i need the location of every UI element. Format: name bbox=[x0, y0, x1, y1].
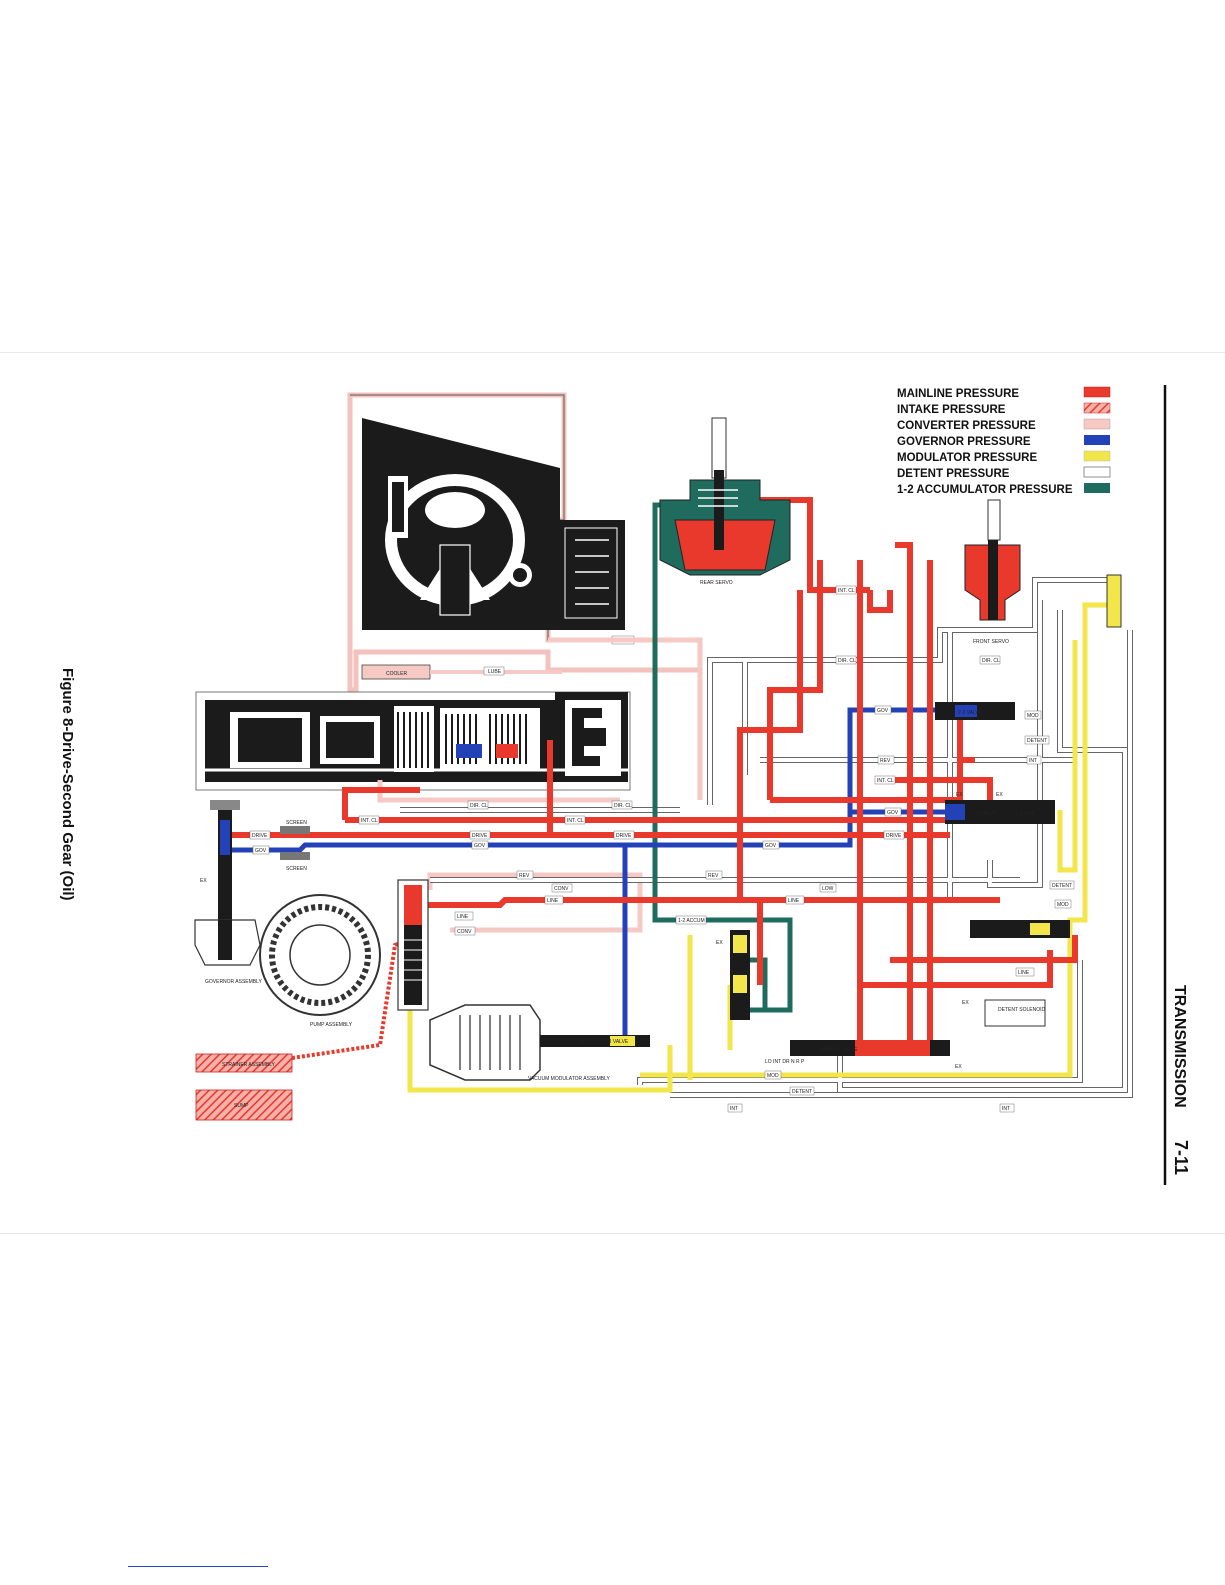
svg-text:DRIVE: DRIVE bbox=[616, 833, 632, 839]
detent-solenoid: DETENT SOLENOID EX bbox=[962, 999, 1046, 1027]
svg-text:REV: REV bbox=[880, 758, 891, 764]
footer-link-underline bbox=[128, 1566, 268, 1567]
line-tags: INT. CL INT. CL DRIVE DRIVE DRIVE DRIVE … bbox=[200, 585, 1075, 1113]
svg-text:INT: INT bbox=[1002, 1106, 1010, 1112]
svg-text:CONV: CONV bbox=[457, 929, 472, 935]
legend-swatch-modulator bbox=[1083, 450, 1111, 462]
svg-text:DIR. CL: DIR. CL bbox=[614, 803, 632, 809]
valve-12: 1-2 VALVE 1-2 MOD bbox=[945, 800, 1055, 824]
svg-text:DETENT: DETENT bbox=[792, 1089, 812, 1095]
rear-servo-label: REAR SERVO bbox=[700, 580, 733, 586]
svg-text:GOV: GOV bbox=[877, 708, 889, 714]
svg-text:DETENT: DETENT bbox=[1027, 738, 1047, 744]
svg-text:DIR. CL: DIR. CL bbox=[838, 658, 856, 664]
front-servo-label: FRONT SERVO bbox=[973, 639, 1009, 645]
svg-text:2-3 VALVE: 2-3 VALVE bbox=[958, 710, 983, 716]
svg-text:DIR. CL: DIR. CL bbox=[982, 658, 1000, 664]
svg-text:EX: EX bbox=[955, 1064, 962, 1070]
svg-text:MOD: MOD bbox=[1027, 713, 1039, 719]
svg-text:LINE: LINE bbox=[1018, 970, 1030, 976]
pump-label: PUMP ASSEMBLY bbox=[310, 1022, 353, 1028]
legend-swatch-mainline bbox=[1083, 386, 1111, 398]
legend-label-converter: CONVERTER PRESSURE bbox=[897, 420, 1036, 432]
svg-text:LUBE: LUBE bbox=[488, 669, 502, 675]
manual-positions: LO INT DR N R P bbox=[765, 1059, 805, 1065]
governor-assembly: GOVERNOR ASSEMBLY SCREEN SCREEN bbox=[194, 800, 310, 985]
svg-text:DRIVE: DRIVE bbox=[886, 833, 902, 839]
svg-text:SCREEN: SCREEN bbox=[286, 866, 307, 872]
legend-label-modulator: MODULATOR PRESSURE bbox=[897, 452, 1037, 464]
modulator-valve-label: MODULATOR VALVE bbox=[580, 1039, 629, 1045]
svg-text:SCREEN: SCREEN bbox=[286, 820, 307, 826]
legend-label-intake: INTAKE PRESSURE bbox=[897, 404, 1006, 416]
accumulator-valve: EX bbox=[716, 930, 750, 1020]
strainer-label: STRAINER ASSEMBLY bbox=[222, 1062, 276, 1068]
svg-text:EX: EX bbox=[996, 792, 1003, 798]
svg-text:MOD: MOD bbox=[1057, 902, 1069, 908]
svg-text:INT. CL: INT. CL bbox=[877, 778, 894, 784]
sump-label: SUMP bbox=[234, 1103, 249, 1109]
manual-valve: MANUAL VALVE LO INT DR N R P bbox=[765, 1040, 950, 1065]
svg-text:LOW: LOW bbox=[822, 886, 834, 892]
front-servo: FRONT SERVO bbox=[964, 499, 1021, 645]
valve-23: 2-3 VALVE bbox=[935, 702, 1015, 720]
cooler: COOLER LUBE bbox=[361, 664, 562, 680]
legend-swatch-detent bbox=[1083, 466, 1111, 478]
svg-text:DIR. CL: DIR. CL bbox=[470, 803, 488, 809]
svg-text:INT. CL: INT. CL bbox=[361, 818, 378, 824]
legend: MAINLINE PRESSURE INTAKE PRESSURE CONVER… bbox=[897, 386, 1111, 496]
svg-text:GOV: GOV bbox=[765, 843, 777, 849]
svg-text:CONV: CONV bbox=[554, 886, 569, 892]
svg-text:INT: INT bbox=[730, 1106, 738, 1112]
svg-text:DRIVE: DRIVE bbox=[252, 833, 268, 839]
legend-swatch-governor bbox=[1084, 435, 1110, 445]
svg-text:GOV: GOV bbox=[474, 843, 486, 849]
svg-text:DETENT: DETENT bbox=[1052, 883, 1072, 889]
svg-text:INT. CL: INT. CL bbox=[838, 588, 855, 594]
figure-caption: Figure 8-Drive-Second Gear (Oil) bbox=[59, 668, 76, 901]
legend-label-mainline: MAINLINE PRESSURE bbox=[897, 388, 1019, 400]
legend-swatch-converter bbox=[1083, 418, 1111, 430]
svg-text:GOV: GOV bbox=[255, 848, 267, 854]
detent-valve bbox=[970, 920, 1070, 938]
legend-label-detent: DETENT PRESSURE bbox=[897, 468, 1010, 480]
header-title: TRANSMISSION bbox=[1171, 985, 1188, 1108]
svg-text:MOD: MOD bbox=[767, 1073, 779, 1079]
svg-text:EX: EX bbox=[956, 792, 963, 798]
svg-text:1-2 ACCUM: 1-2 ACCUM bbox=[678, 918, 705, 924]
legend-label-governor: GOVERNOR PRESSURE bbox=[897, 436, 1031, 448]
svg-text:EX: EX bbox=[716, 940, 723, 946]
svg-text:LINE: LINE bbox=[547, 898, 559, 904]
svg-text:EX: EX bbox=[962, 1000, 969, 1006]
legend-label-accumulator: 1-2 ACCUMULATOR PRESSURE bbox=[897, 484, 1073, 496]
svg-text:COOLER: COOLER bbox=[386, 671, 408, 677]
converter-housing bbox=[347, 392, 703, 693]
page-number: 7-11 bbox=[1171, 1140, 1191, 1175]
svg-text:INT: INT bbox=[1029, 758, 1037, 764]
detent-lines bbox=[400, 578, 1132, 1097]
vacuum-modulator: MODULATOR VALVE VACUUM MODULATOR ASSEMBL… bbox=[429, 1004, 650, 1082]
gearbox-cutaway bbox=[195, 691, 631, 791]
pump-assembly: PUMP ASSEMBLY bbox=[259, 894, 381, 1028]
detent-plug bbox=[1106, 574, 1122, 628]
svg-text:DETENT SOLENOID: DETENT SOLENOID bbox=[998, 1007, 1046, 1013]
rear-servo: REAR SERVO bbox=[659, 417, 791, 586]
vacuum-modulator-label: VACUUM MODULATOR ASSEMBLY bbox=[528, 1076, 611, 1082]
manual-valve-label: MANUAL VALVE bbox=[820, 1047, 858, 1053]
svg-text:INT. CL: INT. CL bbox=[567, 818, 584, 824]
valve-12-mod-label: 1-2 MOD bbox=[1015, 811, 1036, 817]
pressure-regulator bbox=[397, 879, 429, 1011]
svg-text:LINE: LINE bbox=[457, 914, 469, 920]
legend-swatch-intake bbox=[1083, 402, 1111, 414]
svg-text:DRIVE: DRIVE bbox=[472, 833, 488, 839]
legend-swatch-accumulator bbox=[1084, 483, 1110, 493]
governor-label: GOVERNOR ASSEMBLY bbox=[205, 979, 263, 985]
svg-text:REV: REV bbox=[519, 873, 530, 879]
svg-text:LINE: LINE bbox=[788, 898, 800, 904]
svg-text:GOV: GOV bbox=[887, 810, 899, 816]
svg-text:REV: REV bbox=[708, 873, 719, 879]
valve-12-label: 1-2 VALVE bbox=[972, 811, 997, 817]
svg-text:EX: EX bbox=[200, 878, 207, 884]
